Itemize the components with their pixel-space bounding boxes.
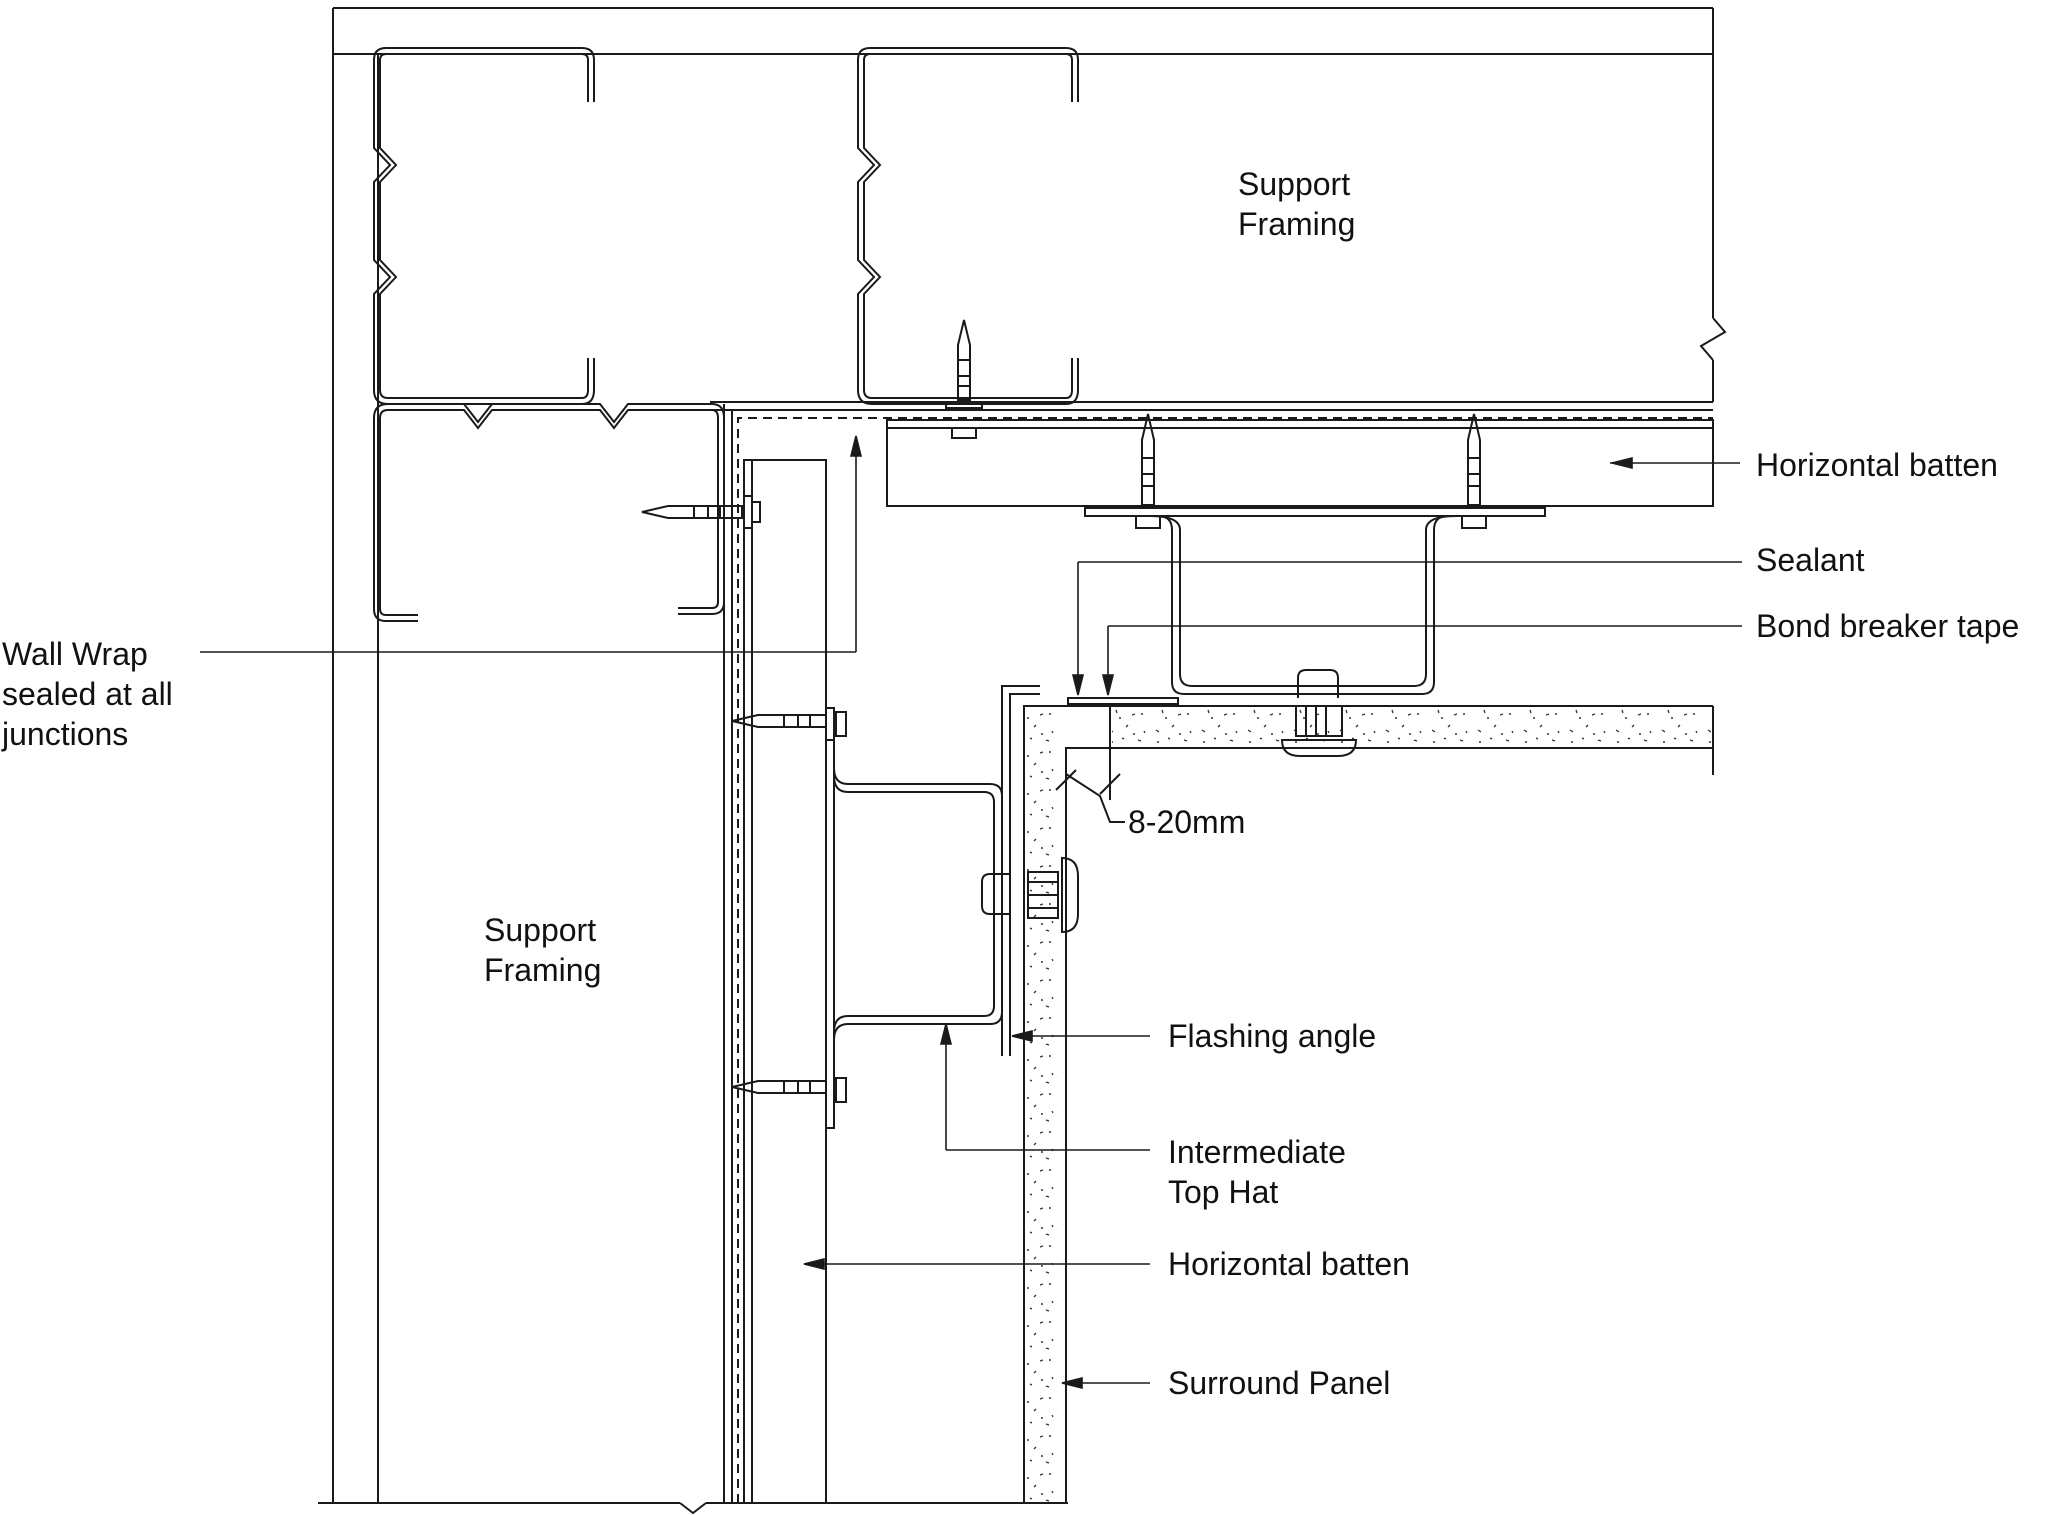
label-gap-dimension: 8-20mm — [1128, 804, 1246, 840]
label-intermediate-top-hat: Intermediate Top Hat — [1168, 1132, 1346, 1212]
label-bond-breaker-tape: Bond breaker tape — [1756, 608, 2020, 644]
label-horizontal-batten-top: Horizontal batten — [1756, 447, 1998, 483]
left-support-framing — [318, 404, 1068, 1515]
vertical-batten — [743, 459, 827, 1504]
rivet-horizontal — [1280, 669, 1358, 757]
gap-dimension — [1055, 748, 1125, 823]
label-line: Top Hat — [1168, 1174, 1279, 1210]
label-line: Wall Wrap — [2, 636, 148, 672]
intermediate-top-hat — [825, 707, 1003, 1129]
label-wall-wrap: Wall Wrap sealed at all junctions — [2, 634, 173, 754]
label-flashing-angle: Flashing angle — [1168, 1018, 1377, 1054]
left-stud-section — [373, 403, 725, 622]
flashing-angle — [1001, 685, 1040, 1056]
label-horizontal-batten-side: Horizontal batten — [1168, 1246, 1410, 1282]
rivet-vertical — [981, 856, 1079, 934]
label-line: Framing — [1238, 206, 1356, 242]
label-sealant: Sealant — [1756, 542, 1865, 578]
label-surround-panel: Surround Panel — [1168, 1365, 1391, 1401]
sealant-strip — [1067, 697, 1179, 705]
label-line: Support — [1238, 166, 1351, 202]
label-support-framing-top: Support Framing — [1238, 164, 1355, 244]
label-line: sealed at all — [2, 676, 173, 712]
label-line: Intermediate — [1168, 1134, 1346, 1170]
screw-left-1 — [641, 495, 761, 529]
label-line: Support — [484, 912, 597, 948]
screw-top-3 — [1461, 413, 1487, 529]
label-support-framing-left: Support Framing — [484, 910, 601, 990]
screw-left-3 — [731, 1077, 847, 1103]
screw-top-1 — [945, 319, 983, 439]
label-line: Framing — [484, 952, 602, 988]
top-hat-horizontal — [1084, 507, 1546, 695]
top-stud-sections — [373, 47, 1079, 405]
screw-top-2 — [1135, 413, 1161, 529]
top-horizontal-batten — [886, 419, 1714, 507]
leaders — [200, 435, 1742, 1390]
label-line: junctions — [2, 716, 129, 752]
screw-left-2 — [731, 707, 847, 741]
wall-wrap — [737, 417, 1713, 1503]
